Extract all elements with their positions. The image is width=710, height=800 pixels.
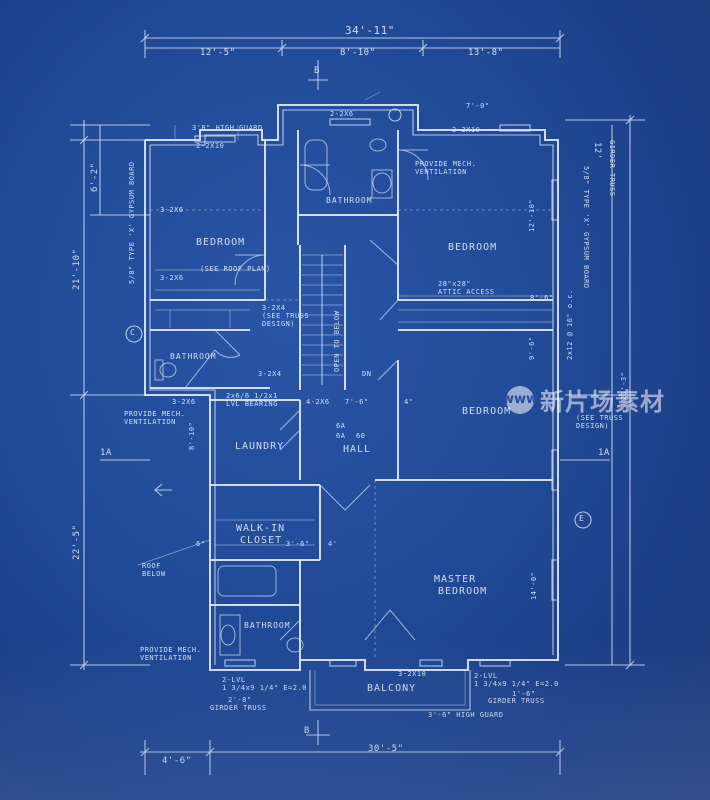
note-dim-ne-top: 7'-0" xyxy=(466,102,490,110)
note-lvl-right: 2-LVL 1 3/4x9 1/4" E=2.0 xyxy=(474,672,559,688)
section-marker-bottom: B xyxy=(304,726,310,736)
note-see-roof-plan: (SEE ROOF PLAN) xyxy=(200,265,271,273)
note-girder-ne: GIRDER TRUSS xyxy=(608,140,616,197)
note-dim-8-6: 8'-6" xyxy=(530,294,554,302)
room-balcony: BALCONY xyxy=(367,683,417,694)
note-stair-dn: DN xyxy=(362,370,372,378)
right-dimension-lines xyxy=(565,115,645,670)
room-walkin-line1: WALK-IN xyxy=(236,523,286,534)
note-dim-6: 6" xyxy=(196,540,206,548)
room-laundry: LAUNDRY xyxy=(235,441,285,452)
room-bedroom-nw: BEDROOM xyxy=(196,237,246,248)
note-ceiling-6a-b: 6A xyxy=(336,432,346,440)
door-swings xyxy=(214,149,429,641)
right-top-dim: 12' xyxy=(592,142,602,160)
left-lower-dim: 22'-5" xyxy=(72,524,82,560)
note-beam-truss: 3-2X4 (SEE TRUSS DESIGN) xyxy=(262,304,310,328)
note-vent-w: PROVIDE MECH. VENTILATION xyxy=(124,410,186,426)
note-dim-12-10: 12'-10" xyxy=(528,198,536,232)
note-high-guard-nw: 3'8" HIGH GUARD xyxy=(192,124,263,132)
note-gypsum-right: 5/8" TYPE 'X' GYPSUM BOARD xyxy=(582,166,590,289)
note-dim-8-10: 8'-10" xyxy=(188,421,196,450)
note-beam-nw2: 3-2X6 xyxy=(160,274,184,282)
note-dim-14: 14'-0" xyxy=(530,571,538,600)
room-master-line2: BEDROOM xyxy=(438,586,488,597)
room-walkin-line2: CLOSET xyxy=(240,535,283,546)
note-header-bottom: 3-2X10 xyxy=(398,670,427,678)
note-vent-top: PROVIDE MECH. VENTILATION xyxy=(415,160,477,176)
note-beam-w: 3-2X6 xyxy=(172,398,196,406)
note-attic-access: 28"x28" ATTIC ACCESS xyxy=(438,280,495,296)
note-dim-3-6: 3'-6" xyxy=(286,540,310,548)
balcony-outline xyxy=(309,670,471,711)
note-header-lvl: 2x6/6 1/2x1 LVL BEARING xyxy=(226,392,278,408)
section-marker-right: 1A xyxy=(598,448,610,458)
interior-walls xyxy=(150,130,553,660)
room-bathroom-top: BATHROOM xyxy=(326,196,373,205)
grid-bubble-c: C xyxy=(130,328,136,337)
width-mid-dim: 8'-10" xyxy=(340,48,376,58)
left-dimension-lines xyxy=(70,120,150,670)
open-to-below-label: OPEN TO BELOW xyxy=(333,310,341,372)
stair-treads xyxy=(302,254,343,385)
note-ceiling-60: 60 xyxy=(356,432,366,440)
section-marker-left: 1A xyxy=(100,448,112,458)
left-upper-dim: 21'-10" xyxy=(72,248,82,290)
note-girder-truss-left: GIRDER TRUSS xyxy=(210,704,267,712)
room-bathroom-w: BATHROOM xyxy=(170,352,217,361)
bottom-overall-dim: 30'-5" xyxy=(368,744,404,754)
room-bedroom-e: BEDROOM xyxy=(462,406,512,417)
width-left-dim: 12'-5" xyxy=(200,48,236,58)
closet-shelves xyxy=(155,269,553,546)
note-dim-4b: 4' xyxy=(328,540,338,548)
note-beam-mid2: 4-2X6 xyxy=(306,398,330,406)
note-joist: 2x12 @ 16" o.c. xyxy=(566,289,574,360)
note-ceiling-6a: 6A xyxy=(336,422,346,430)
note-guard-bottom: 3'-6" HIGH GUARD xyxy=(428,711,504,719)
section-marker-top: B xyxy=(314,66,320,76)
note-girder-truss-right: GIRDER TRUSS xyxy=(488,697,545,705)
note-dim-7-6: 7'-6" xyxy=(345,398,369,406)
grid-bubble-e: E xyxy=(579,514,585,523)
watermark-logo: www xyxy=(502,385,538,414)
room-bedroom-ne: BEDROOM xyxy=(448,242,498,253)
note-beam-mid: 3-2X4 xyxy=(258,370,282,378)
bottom-left-dim: 4'-6" xyxy=(162,756,192,766)
note-dim-bottom-left: 2'-8" xyxy=(228,696,252,704)
note-dim-9-6: 9'-6" xyxy=(528,336,536,360)
note-lvl-left: 2-LVL 1 3/4x9 1/4" E=2.0 xyxy=(222,676,307,692)
plumbing-fixtures xyxy=(154,138,393,656)
note-dim-bottom-right: 1'-6" xyxy=(512,690,536,698)
overall-width-dim: 34'-11" xyxy=(345,24,395,37)
watermark: www 新片场素材 xyxy=(502,382,665,417)
note-vent-s: PROVIDE MECH. VENTILATION xyxy=(140,646,202,662)
windows xyxy=(194,118,559,667)
left-top-dim: 6'-2" xyxy=(90,162,100,192)
room-master-line1: MASTER xyxy=(434,574,477,585)
section-markers xyxy=(100,60,610,745)
note-roof-below: ROOF BELOW xyxy=(142,562,166,578)
watermark-text: 新片场素材 xyxy=(540,388,665,416)
beam-lines xyxy=(150,125,553,660)
bottom-dimension-lines xyxy=(140,740,565,775)
note-header-nw: 2-2X10 xyxy=(196,142,225,150)
room-hall: HALL xyxy=(343,444,372,455)
room-bathroom-s: BATHROOM xyxy=(244,621,291,630)
width-right-dim: 13'-8" xyxy=(468,48,504,58)
note-header-ne: 3-2X10 xyxy=(452,126,481,134)
exterior-walls xyxy=(144,104,559,671)
note-header-top: 2-2X6 xyxy=(330,110,354,118)
note-dim-4: 4" xyxy=(404,398,414,406)
note-truss-above: (SEE TRUSS DESIGN) xyxy=(576,414,624,430)
note-gypsum-left: 5/8" TYPE 'X' GYPSUM BOARD xyxy=(128,161,136,284)
top-dimension-lines xyxy=(140,30,565,58)
note-beam-nw: 3-2X6 xyxy=(160,206,184,214)
